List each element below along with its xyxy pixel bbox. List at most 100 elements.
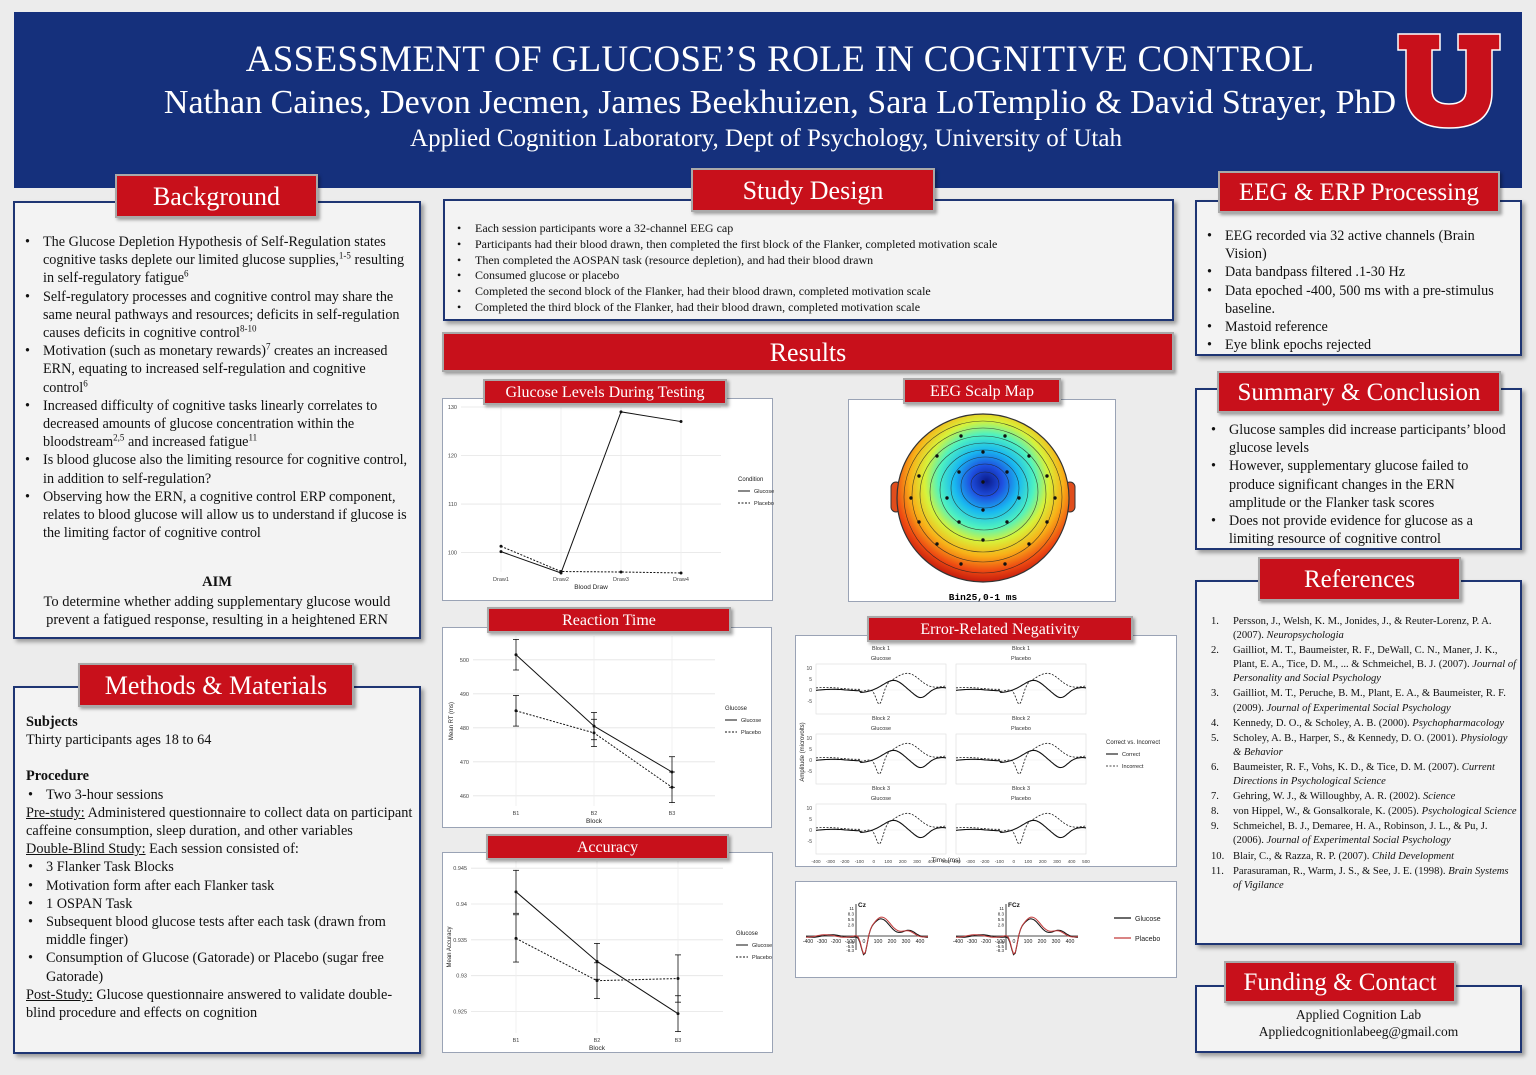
- list-item: Increased difficulty of cognitive tasks …: [23, 397, 411, 452]
- x-tick-label: -200: [980, 859, 990, 864]
- list-item: 3 Flanker Task Blocks: [26, 858, 416, 876]
- list-item: The Glucose Depletion Hypothesis of Self…: [23, 233, 411, 288]
- poster-authors: Nathan Caines, Devon Jecmen, James Beekh…: [163, 84, 1397, 121]
- poster-title: ASSESSMENT OF GLUCOSE’S ROLE IN COGNITIV…: [245, 39, 1315, 80]
- y-axis-label: Mean RT (ms): [449, 702, 455, 740]
- x-tick-label: -100: [995, 939, 1005, 945]
- x-tick-label: Draw1: [493, 577, 509, 583]
- y-tick-label: 0.945: [453, 866, 467, 872]
- data-point: [676, 1012, 680, 1016]
- incorrect-wave: [955, 742, 1087, 775]
- list-item: 6.Baumeister, R. F., Vohs, K. D., & Tice…: [1211, 761, 1495, 788]
- x-tick-label: -400: [951, 859, 961, 864]
- waveform-line: [805, 918, 928, 956]
- list-item: 3.Gailliot, M. T., Peruche, B. M., Plant…: [1211, 688, 1506, 714]
- x-tick-label: 0: [863, 939, 866, 945]
- x-tick-label: B2: [591, 811, 598, 817]
- x-tick-label: -200: [831, 939, 841, 945]
- correct-wave: [815, 679, 947, 699]
- x-tick-label: 100: [1024, 859, 1032, 864]
- list-item: Then completed the AOSPAN task (resource…: [455, 253, 1165, 269]
- correct-wave: [955, 819, 1087, 839]
- panel-condition-label: Placebo: [1011, 726, 1031, 732]
- funding-heading: Funding & Contact: [1224, 961, 1456, 1003]
- correct-wave: [815, 819, 947, 839]
- list-item: 1.Persson, J., Welsh, K. M., Jonides, J.…: [1211, 616, 1492, 642]
- y-tick-label: 10: [806, 666, 812, 672]
- y-tick-label: 5: [809, 817, 812, 823]
- x-tick-label: -300: [967, 939, 977, 945]
- x-tick-label: 300: [902, 939, 911, 945]
- y-tick-label: 5: [809, 677, 812, 683]
- correct-wave: [815, 749, 947, 769]
- list-item: However, supplementary glucose failed to…: [1209, 457, 1514, 512]
- panel-block-label: Block 2: [872, 716, 890, 722]
- incorrect-wave: [815, 812, 947, 845]
- list-item: Two 3-hour sessions: [26, 786, 416, 804]
- legend-label: Glucose: [741, 718, 761, 724]
- methods-content: Subjects Thirty participants ages 18 to …: [26, 713, 416, 1022]
- data-point: [619, 410, 623, 414]
- y-tick-label: -5.5: [846, 944, 854, 949]
- y-tick-label: 10: [806, 806, 812, 812]
- panel-condition-label: Placebo: [1011, 796, 1031, 802]
- y-tick-label: 2.8: [998, 923, 1005, 928]
- x-tick-label: 200: [1039, 859, 1047, 864]
- legend-title: Glucose: [725, 706, 748, 712]
- y-tick-label: -8.3: [996, 948, 1004, 953]
- list-item: Eye blink epochs rejected: [1205, 336, 1517, 354]
- y-tick-label: -5: [808, 839, 813, 845]
- x-tick-label: 200: [1038, 939, 1047, 945]
- panel-condition-label: Placebo: [1011, 656, 1031, 662]
- y-tick-label: 460: [460, 794, 469, 800]
- x-tick-label: -100: [855, 859, 865, 864]
- scalp-map-title: EEG Scalp Map: [903, 378, 1061, 404]
- list-item: 1 OSPAN Task: [26, 895, 416, 913]
- rt-chart-title: Reaction Time: [487, 607, 731, 633]
- list-item: 4.Kennedy, D. O., & Scholey, A. B. (2000…: [1211, 717, 1505, 729]
- data-point: [679, 420, 683, 424]
- doubleblind-text: Double-Blind Study: Each session consist…: [26, 841, 299, 858]
- x-tick-label: 0: [1012, 859, 1015, 864]
- data-point: [592, 731, 596, 735]
- x-tick-label: -400: [811, 859, 821, 864]
- correct-wave: [955, 679, 1087, 699]
- x-axis-label: Block: [589, 1045, 606, 1052]
- x-tick-label: 500: [942, 859, 950, 864]
- eeg-panel: EEG recorded via 32 active channels (Bra…: [1195, 200, 1522, 356]
- legend-label: Incorrect: [1122, 764, 1144, 770]
- panel-block-label: Block 1: [1012, 646, 1030, 652]
- list-item: Self-regulatory processes and cognitive …: [23, 288, 411, 343]
- data-point: [499, 544, 503, 548]
- background-heading: Background: [115, 174, 318, 218]
- scalp-caption: Bin25,0-1 ms: [949, 592, 1018, 603]
- x-tick-label: Draw2: [553, 577, 569, 583]
- panel-condition-label: Glucose: [871, 796, 891, 802]
- legend-title: Glucose: [736, 931, 759, 937]
- data-point: [670, 785, 674, 789]
- references-heading: References: [1258, 557, 1461, 601]
- data-point: [679, 571, 683, 575]
- y-tick-label: 480: [460, 726, 469, 732]
- funding-email[interactable]: Appliedcognitionlabeeg@gmail.com: [1258, 1023, 1459, 1039]
- y-tick-label: 8.3: [998, 912, 1005, 917]
- y-tick-label: -2.8: [846, 940, 854, 945]
- list-item: 10.Blair, C., & Razza, R. P. (2007). Chi…: [1211, 850, 1455, 862]
- poster-header: ASSESSMENT OF GLUCOSE’S ROLE IN COGNITIV…: [14, 12, 1522, 188]
- y-tick-label: 8.3: [848, 912, 855, 917]
- acc-chart-title: Accuracy: [486, 834, 729, 860]
- y-tick-label: -5.5: [996, 944, 1004, 949]
- list-item: Is blood glucose also the limiting resou…: [23, 451, 411, 487]
- data-point: [676, 977, 680, 981]
- y-tick-label: 0: [809, 688, 812, 694]
- x-tick-label: B3: [675, 1038, 682, 1044]
- legend-label: Correct: [1122, 752, 1141, 758]
- panel-condition-label: Glucose: [871, 726, 891, 732]
- data-point: [514, 890, 518, 894]
- list-item: Participants had their blood drawn, then…: [455, 237, 1165, 253]
- x-tick-label: 400: [928, 859, 936, 864]
- list-item: Does not provide evidence for glucose as…: [1209, 512, 1514, 548]
- list-item: 8.von Hippel, W., & Gonsalkorale, K. (20…: [1211, 806, 1517, 818]
